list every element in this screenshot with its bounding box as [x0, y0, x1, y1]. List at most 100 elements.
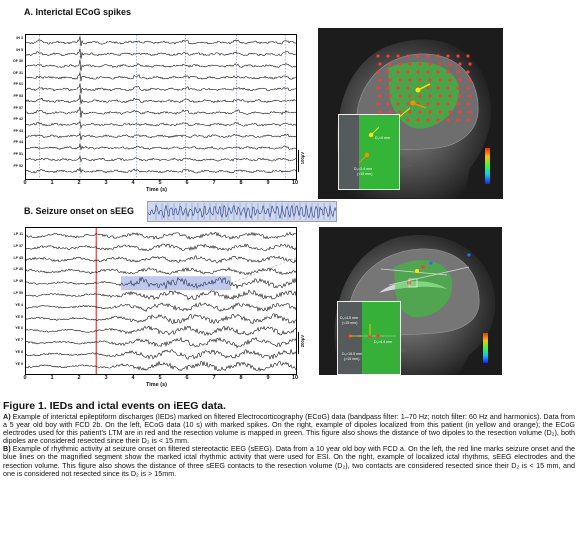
ecog-trace: [26, 94, 296, 104]
ecog-electrode: [386, 86, 390, 90]
figure-title: Figure 1. IEDs and ictal events on iEEG …: [3, 400, 226, 412]
ecog-electrode: [446, 86, 450, 90]
ecog-electrode: [386, 70, 390, 74]
panel-a-channel-label: OF 30: [13, 59, 23, 64]
panel-b-inset-dist-c-note: (>15 mm): [344, 357, 360, 361]
ecog-electrode: [438, 94, 442, 98]
ecog-electrode: [378, 62, 382, 66]
panel-b-xlabel: Time (s): [146, 382, 167, 388]
ecog-trace: [26, 83, 296, 94]
panel-b-tick-label: 10: [291, 375, 299, 381]
panel-a-tick-label: 0: [23, 180, 27, 186]
ecog-electrode: [418, 62, 422, 66]
ecog-electrode: [456, 86, 460, 90]
panel-b-colorbar: [483, 333, 488, 363]
ecog-electrode: [416, 54, 420, 58]
panel-b-tick-label: 5: [158, 375, 162, 381]
seeg-trace: [26, 325, 296, 336]
panel-a-ecog-traces: [26, 35, 296, 179]
ecog-electrode: [426, 70, 430, 74]
panel-a-colorbar: [485, 148, 490, 184]
magnified-segment-highlight: [121, 276, 231, 291]
panel-b-channel-label: LP 50: [13, 291, 23, 295]
panel-a-inset-dist-b-note: (<15 mm): [357, 172, 373, 176]
ecog-trace: [26, 72, 296, 82]
ecog-trace: [26, 120, 296, 129]
ecog-electrode: [418, 78, 422, 82]
ecog-electrode: [396, 102, 400, 106]
ecog-electrode: [468, 94, 472, 98]
ecog-electrode: [426, 86, 430, 90]
panel-b-title: B. Seizure onset on sEEG: [24, 206, 135, 216]
ecog-trace: [26, 106, 296, 118]
panel-a-channel-label: IH 3: [16, 36, 23, 40]
ecog-electrode: [456, 118, 460, 122]
panel-b-tick-label: 0: [23, 375, 27, 381]
ecog-electrode: [408, 94, 412, 98]
panel-b-channel-label: LP 11: [13, 232, 23, 236]
ecog-electrode: [438, 78, 442, 82]
ecog-electrode: [438, 62, 442, 66]
panel-a-tick-label: 10: [291, 180, 299, 186]
panel-b-tick-label: 6: [185, 375, 189, 381]
ecog-electrode: [406, 54, 410, 58]
ecog-electrode: [396, 86, 400, 90]
ecog-electrode: [386, 54, 390, 58]
magnified-trace: [148, 204, 336, 220]
ecog-electrode: [428, 62, 432, 66]
ecog-electrode: [388, 94, 392, 98]
panel-a-tick-label: 3: [104, 180, 108, 186]
panel-a-title: A. Interictal ECoG spikes: [24, 7, 132, 17]
ecog-electrode: [466, 118, 470, 122]
panel-b-channel-label: YE 4: [15, 302, 23, 307]
panel-b-inset-dist-a: D₂=4.5 mm: [340, 316, 359, 320]
caption-b-label: B): [3, 444, 11, 454]
ecog-electrode: [426, 102, 430, 106]
panel-a-tick-label: 1: [50, 180, 54, 186]
ecog-trace: [26, 36, 296, 47]
panel-b-inset-dist-c: D₂=15.5 mm: [342, 352, 363, 356]
seeg-trace: [26, 255, 296, 264]
panel-a-inset-dist-a: D₂=0 mm: [375, 136, 391, 140]
seeg-trace: [26, 301, 296, 312]
ecog-electrode: [466, 70, 470, 74]
ecog-electrode: [446, 70, 450, 74]
panel-b-tick-label: 9: [266, 375, 270, 381]
panel-b-magnified-segment: [147, 201, 337, 222]
panel-b-brain-mri: D₂=4.5 mm (<15 mm) D₂=4.4 mm D₂=15.5 mm …: [319, 227, 502, 375]
panel-b-seeg-traces: [26, 228, 296, 374]
panel-b-channel-label: YE 9: [15, 361, 23, 366]
ecog-electrode: [456, 102, 460, 106]
panel-b-scale-bar-label: 200µV: [300, 335, 305, 348]
caption-b: B) Example of rhythmic activity at seizu…: [3, 445, 575, 477]
panel-b-channel-label: YE 7: [15, 338, 23, 343]
ecog-electrode: [376, 54, 380, 58]
ecog-electrode: [436, 54, 440, 58]
panel-a-channel-label: FP 42: [13, 117, 23, 122]
ecog-electrode: [458, 62, 462, 66]
panel-b-tick-label: 8: [239, 375, 243, 381]
panel-a-tick-label: 6: [185, 180, 189, 186]
ecog-electrode: [398, 110, 402, 114]
ecog-electrode: [468, 78, 472, 82]
panel-b-channel-label: LP 37: [13, 243, 23, 248]
ecog-electrode: [408, 62, 412, 66]
panel-a-channel-label: FP 43: [13, 128, 23, 133]
panel-a-scale-bar: [298, 150, 299, 172]
caption-a-label: A): [3, 412, 11, 421]
ecog-electrode: [448, 110, 452, 114]
seeg-trace: [26, 348, 296, 360]
panel-a-tick-label: 7: [212, 180, 216, 186]
ecog-trace: [26, 59, 296, 72]
panel-b-channel-label: LP 49: [13, 279, 23, 284]
panel-a-xlabel: Time (s): [146, 187, 167, 193]
panel-a-tick-label: 9: [266, 180, 270, 186]
ecog-trace: [26, 132, 296, 141]
ecog-electrode: [466, 54, 470, 58]
seeg-trace: [26, 276, 296, 290]
panel-b-inset-dist-b: D₂=4.4 mm: [374, 340, 393, 344]
panel-b-tick-label: 2: [77, 375, 81, 381]
ecog-electrode: [378, 110, 382, 114]
caption-a-text: Example of interictal epileptiform disch…: [3, 412, 575, 446]
